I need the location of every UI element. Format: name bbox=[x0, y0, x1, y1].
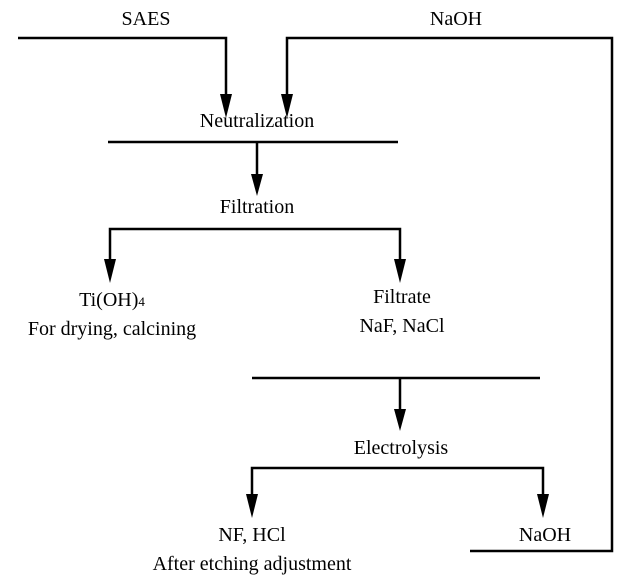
input-naoh-label: NaOH bbox=[430, 8, 482, 30]
step-filtration-label: Filtration bbox=[220, 196, 294, 218]
precipitate-formula: Ti(OH) bbox=[79, 289, 138, 311]
output-precipitate-label: Ti(OH)4 bbox=[79, 289, 145, 311]
saes-feed-line bbox=[18, 36, 228, 95]
step-neutralization-label: Neutralization bbox=[200, 110, 314, 132]
precipitate-subscript: 4 bbox=[138, 294, 145, 309]
saes-arrowhead bbox=[220, 94, 232, 118]
precipitate-arrowhead bbox=[104, 259, 116, 283]
input-saes-label: SAES bbox=[122, 8, 171, 30]
output-precipitate-note: For drying, calcining bbox=[28, 318, 196, 340]
output-filtrate-note: NaF, NaCl bbox=[359, 315, 445, 337]
electrolysis-split-line bbox=[250, 466, 545, 495]
naoh-product-arrowhead bbox=[537, 494, 549, 518]
filtrate-arrowhead bbox=[394, 259, 406, 283]
filtration-split-line bbox=[108, 227, 402, 260]
step-electrolysis-label: Electrolysis bbox=[354, 437, 449, 459]
naoh-arrowhead bbox=[281, 94, 293, 118]
output-acid-note: After etching adjustment bbox=[153, 553, 352, 575]
naoh-recycle-loop-line bbox=[285, 36, 614, 553]
electrolysis-arrowhead bbox=[394, 409, 406, 431]
acid-arrowhead bbox=[246, 494, 258, 518]
output-acid-label: NF, HCl bbox=[218, 524, 286, 546]
output-naoh-recycle-label: NaOH bbox=[519, 524, 571, 546]
output-filtrate-label: Filtrate bbox=[373, 286, 431, 308]
filtration-arrowhead bbox=[251, 174, 263, 196]
